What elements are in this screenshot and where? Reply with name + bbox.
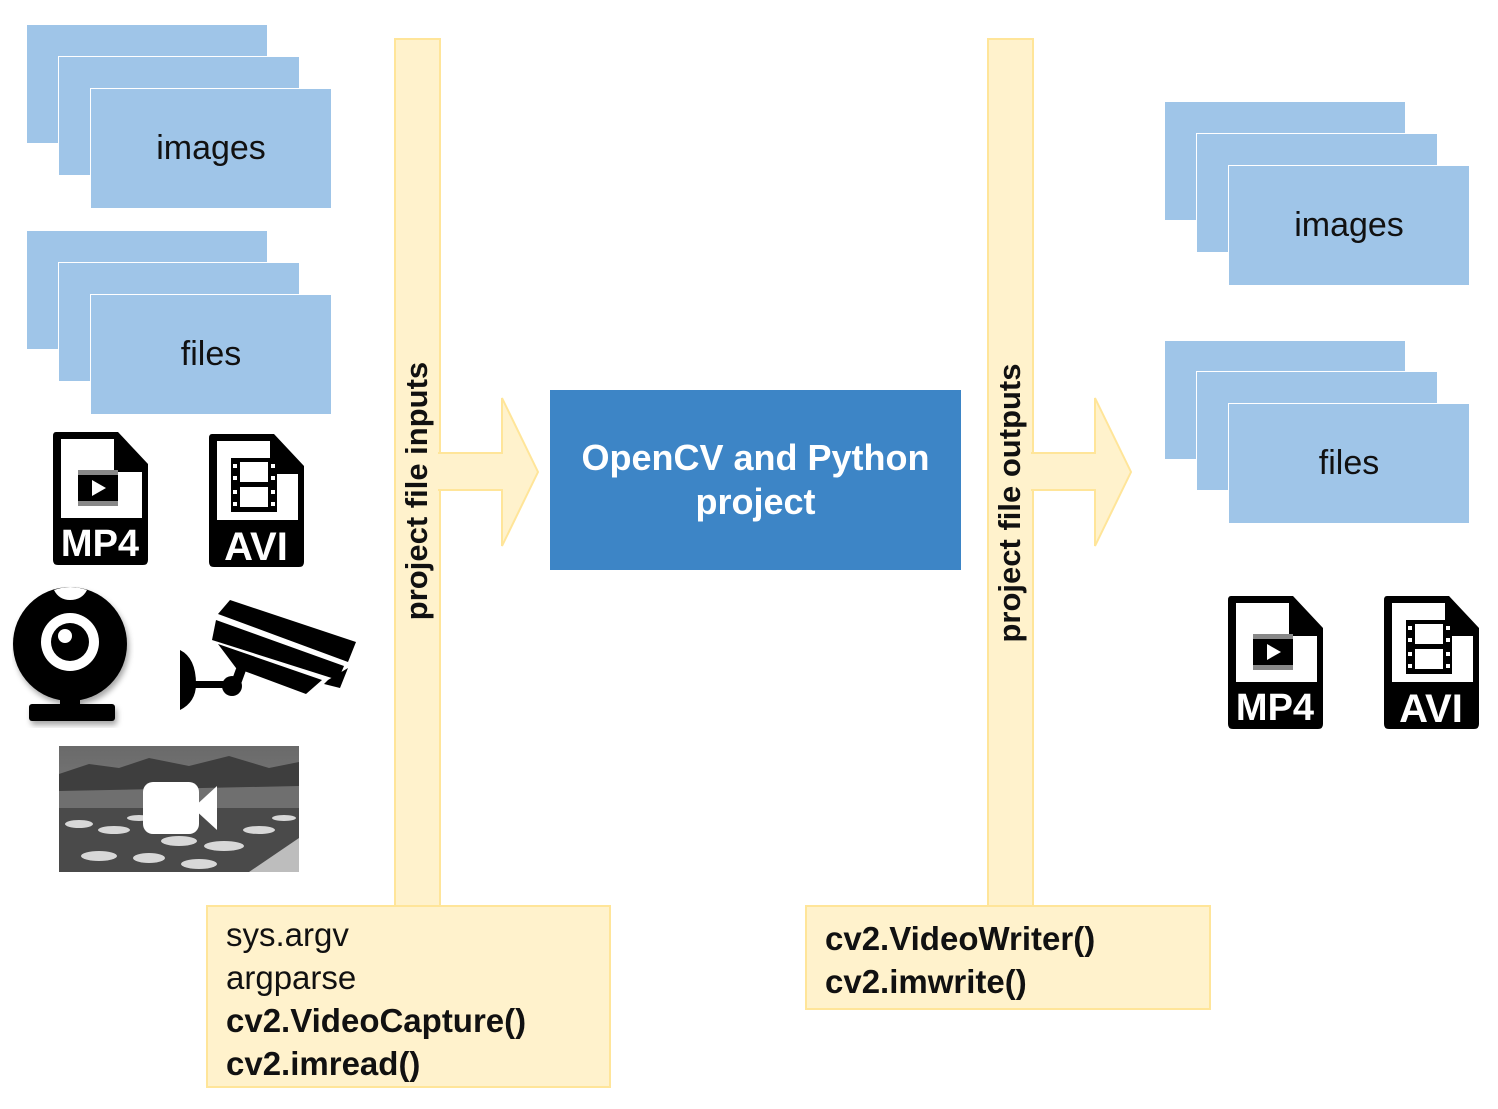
output-images-label: images: [1294, 206, 1404, 244]
output-method-line: cv2.VideoWriter(): [825, 920, 1096, 957]
input-bar-label: project file inputs: [399, 361, 434, 621]
input-method-line: sys.argv: [226, 916, 349, 953]
webcam-icon: [13, 587, 127, 721]
video-stream-thumbnail: [59, 746, 299, 872]
mp4-label: MP4: [61, 523, 139, 565]
security-camera-icon: [180, 600, 356, 710]
video-camera-icon: [143, 782, 217, 834]
stack-card-front: images: [90, 88, 332, 209]
input-images-label: images: [156, 129, 266, 167]
output-files-label: files: [1318, 444, 1380, 482]
avi-label: AVI: [224, 525, 288, 568]
output-bar-label: project file outputs: [992, 363, 1027, 643]
core-title-line1: OpenCV and Python: [581, 437, 930, 478]
avi-label: AVI: [1399, 687, 1463, 730]
output-methods-box: cv2.VideoWriter() cv2.imwrite(): [805, 905, 1211, 1010]
avi-file-icon: AVI: [209, 434, 304, 568]
stack-card-front: images: [1228, 165, 1470, 286]
stack-card-front: files: [1228, 403, 1470, 524]
mp4-file-icon: MP4: [1228, 596, 1323, 729]
harbor-photo: [59, 746, 299, 872]
output-method-line: cv2.imwrite(): [825, 963, 1027, 1000]
mp4-file-icon: MP4: [53, 432, 148, 565]
input-method-line: cv2.VideoCapture(): [226, 1002, 527, 1039]
mp4-label: MP4: [1236, 687, 1314, 729]
stack-card-front: files: [90, 294, 332, 415]
avi-file-icon: AVI: [1384, 596, 1479, 730]
core-title-line2: project: [695, 481, 816, 522]
input-files-label: files: [180, 335, 242, 373]
input-arrow-icon: [438, 397, 540, 547]
input-method-line: cv2.imread(): [226, 1045, 421, 1082]
core-project-box: OpenCV and Python project: [550, 390, 961, 570]
output-arrow-icon: [1031, 397, 1133, 547]
input-method-line: argparse: [226, 959, 357, 996]
input-methods-box: sys.argv argparse cv2.VideoCapture() cv2…: [206, 905, 611, 1088]
